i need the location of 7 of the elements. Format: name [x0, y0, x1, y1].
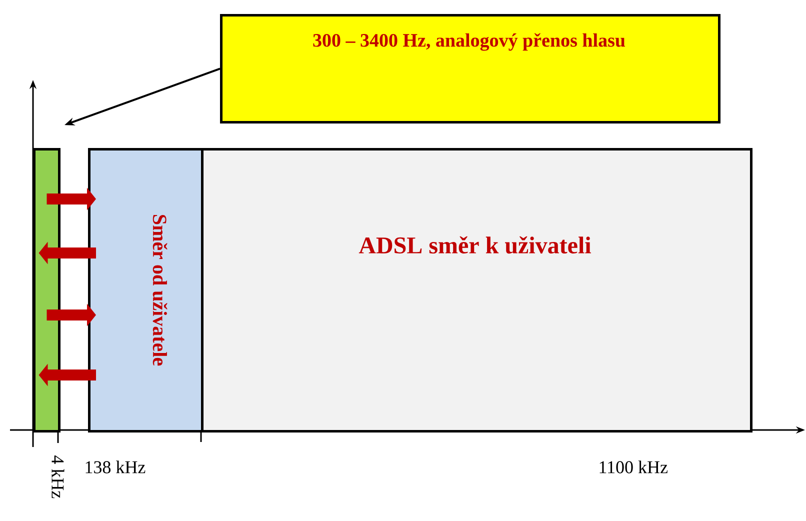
band-box: ADSL směr k uživateli [201, 148, 752, 432]
axis-label: 1100 kHz [600, 460, 668, 474]
band-box: Směr od uživatele [88, 148, 204, 432]
axis-label: 4 kHz [52, 456, 64, 498]
band-bar [33, 148, 60, 432]
callout-box: 300 – 3400 Hz, analogový přenos hlasu [220, 14, 720, 124]
axis-label: 138 kHz [86, 460, 146, 474]
